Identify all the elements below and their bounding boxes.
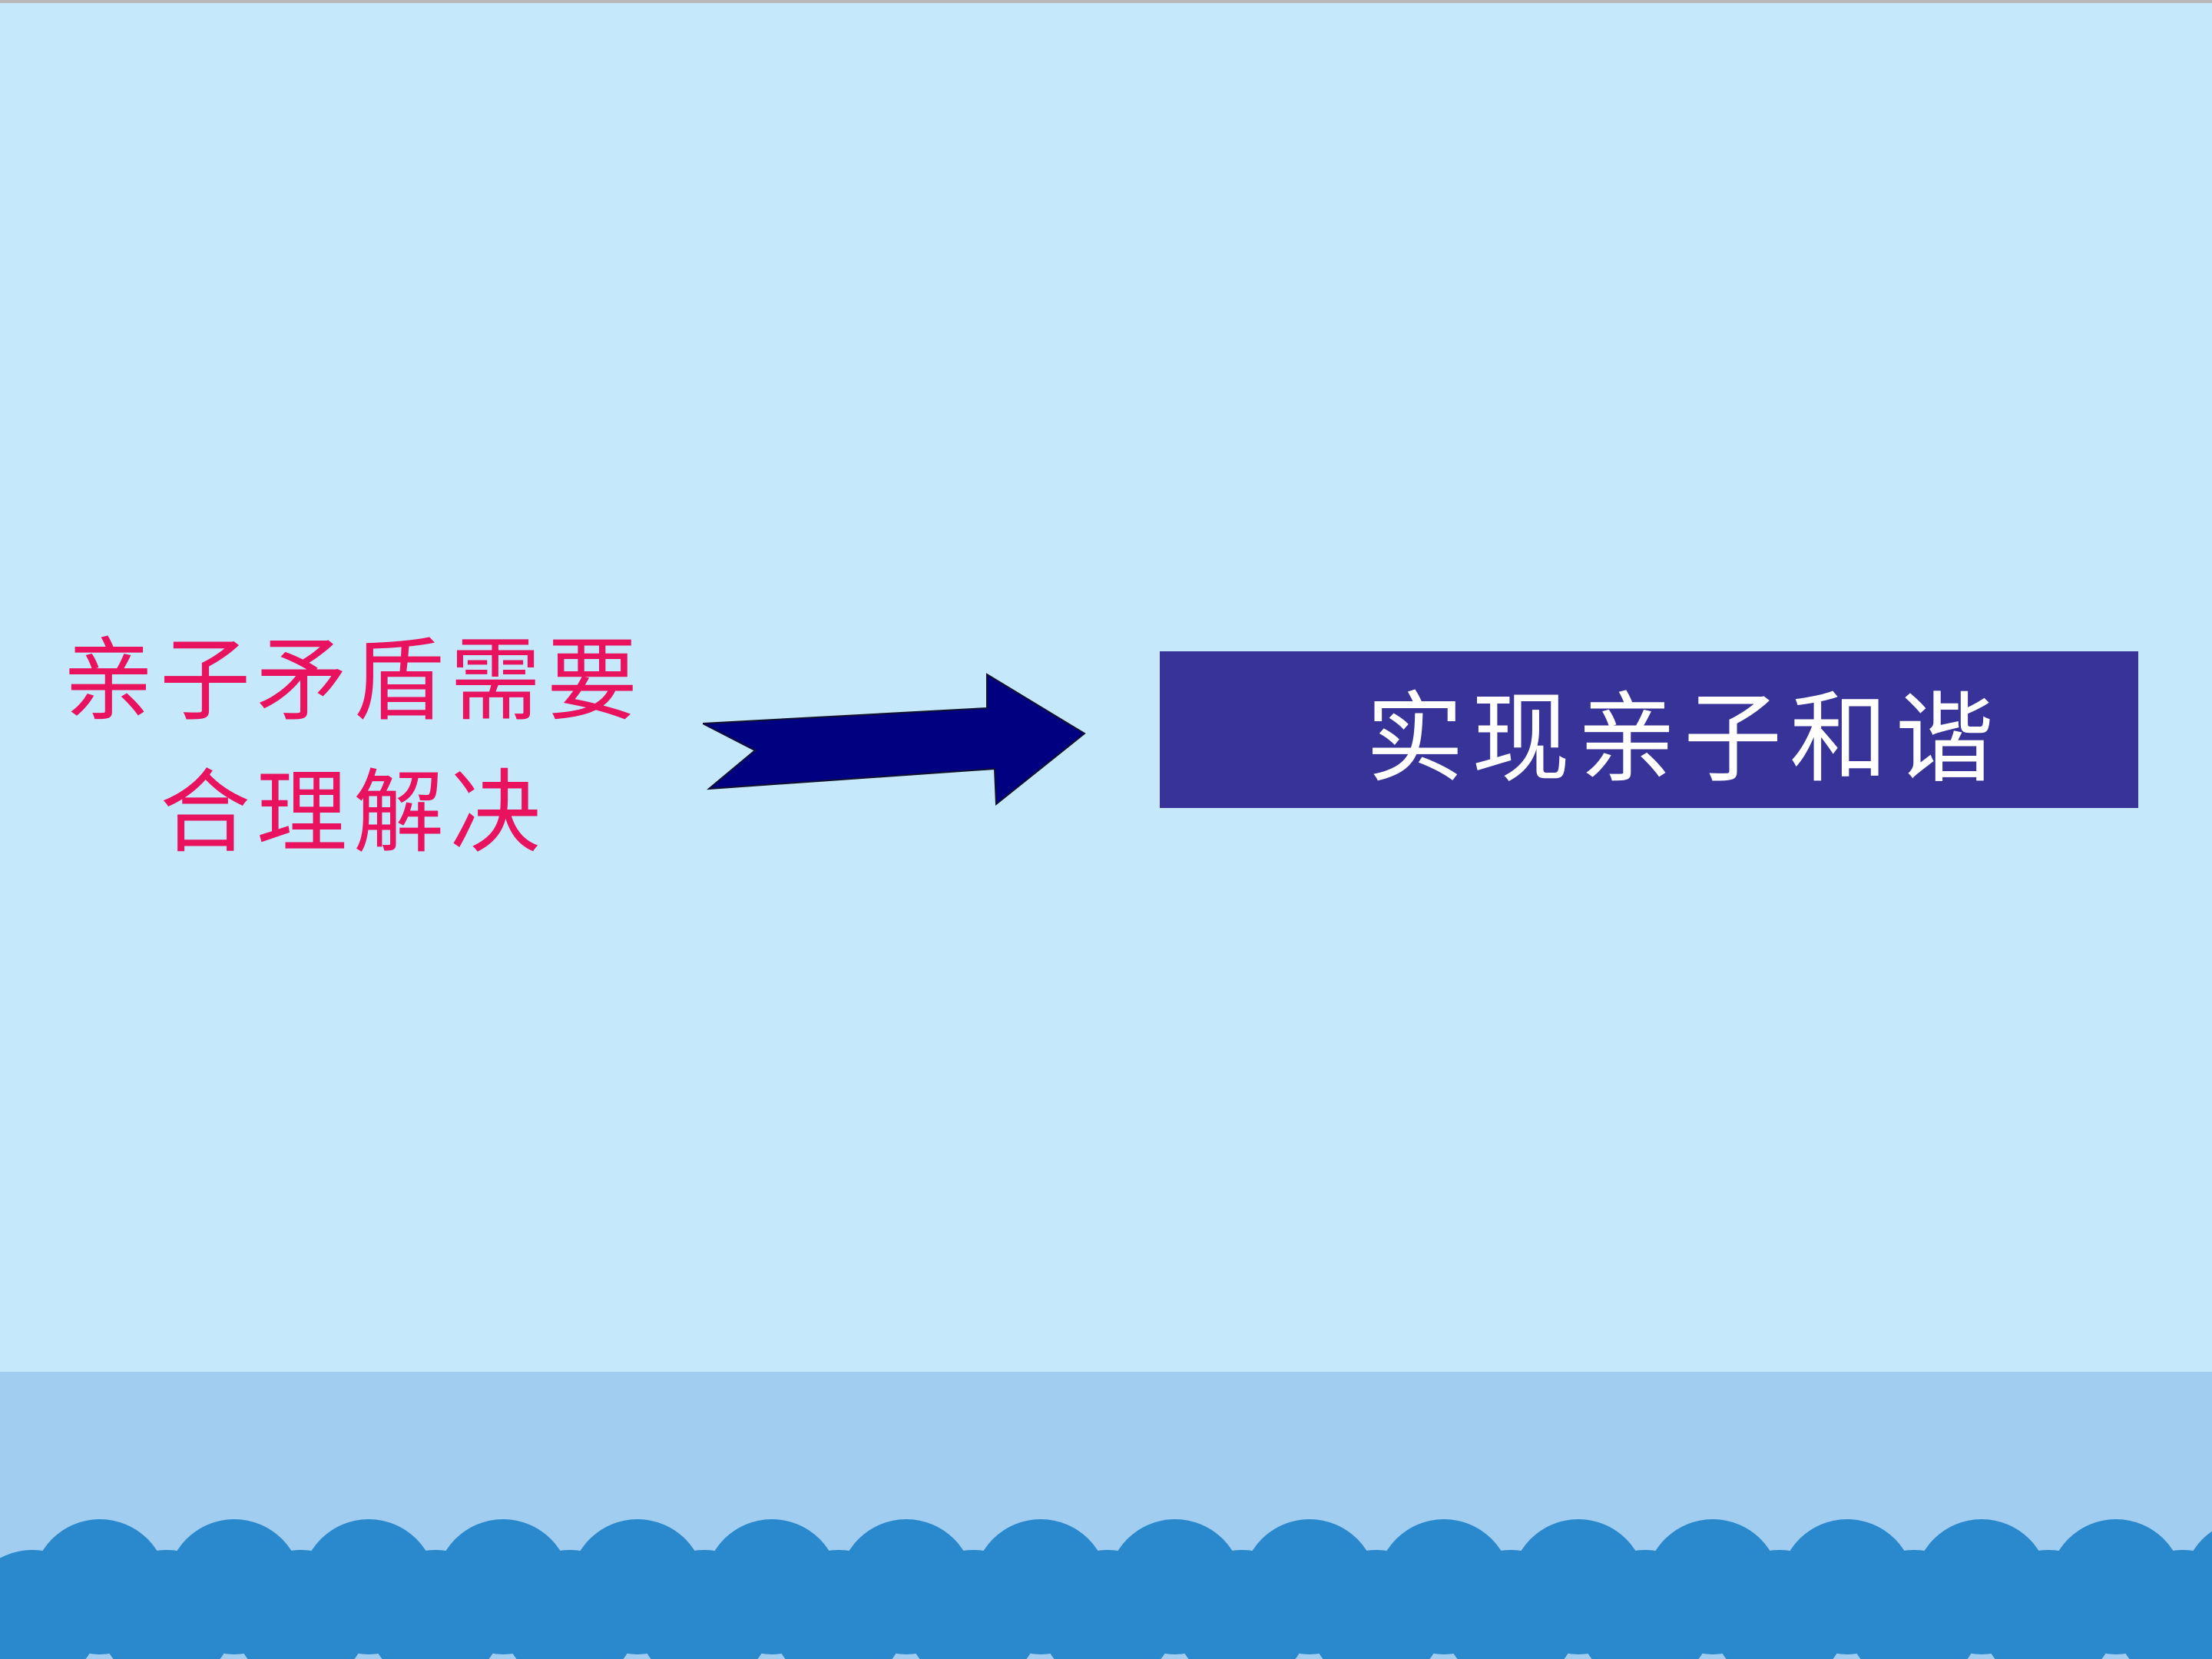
result-box: 实现亲子和谐: [1160, 651, 2138, 808]
scallop-shape: [1443, 1550, 1578, 1659]
scallop-shape: [1040, 1550, 1175, 1659]
problem-line-2: 合理解决: [159, 760, 547, 866]
scallop-shape: [0, 1550, 100, 1659]
scallop-shape: [1174, 1550, 1310, 1659]
scallop-shape: [233, 1550, 369, 1659]
result-text: 实现亲子和谐: [1365, 681, 2002, 796]
scallop-wave-decoration: [0, 1519, 2212, 1659]
scallop-shape: [1846, 1550, 1982, 1659]
scallop-shape: [637, 1550, 772, 1659]
problem-line-1: 亲子矛盾需要: [62, 628, 644, 733]
scallop-shape: [771, 1550, 906, 1659]
right-arrow-icon: [703, 673, 1086, 806]
scallop-shape: [1981, 1550, 2116, 1659]
problem-statement: 亲子矛盾需要 合理解决: [15, 614, 691, 879]
scallop-shape: [1712, 1550, 1847, 1659]
scallop-shape: [906, 1550, 1041, 1659]
scallop-shape: [502, 1550, 637, 1659]
scallop-shape: [99, 1550, 234, 1659]
scallop-shape: [1309, 1550, 1444, 1659]
scallop-shape: [2115, 1550, 2212, 1659]
scallop-shape: [368, 1550, 503, 1659]
scallop-shape: [1578, 1550, 1713, 1659]
top-divider: [0, 0, 2212, 3]
